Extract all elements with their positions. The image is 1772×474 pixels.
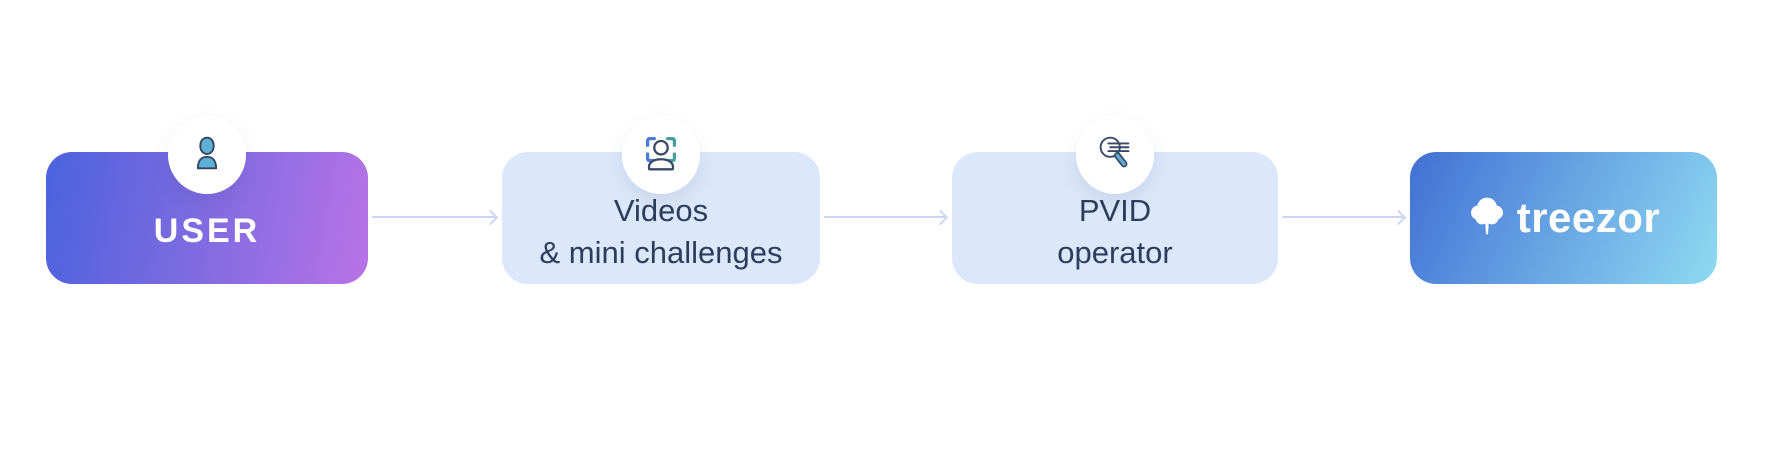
magnifier-scan-icon <box>1092 130 1138 181</box>
node-videos: Videos & mini challenges <box>502 152 820 284</box>
treezor-logo: treezor <box>1467 194 1661 243</box>
arrow-videos-to-pvid <box>824 216 946 218</box>
node-videos-label-line1: Videos <box>613 193 709 228</box>
badge-pvid <box>1076 116 1154 194</box>
person-icon <box>184 130 230 181</box>
node-pvid-label-line1: PVID <box>1078 193 1152 228</box>
node-treezor: treezor <box>1410 152 1717 284</box>
badge-videos <box>622 116 700 194</box>
treezor-tree-icon <box>1467 194 1507 243</box>
face-scan-icon <box>638 130 684 181</box>
node-videos-label-line2: & mini challenges <box>539 235 783 270</box>
arrow-pvid-to-treezor <box>1282 216 1404 218</box>
node-pvid-label-line2: operator <box>1057 235 1173 270</box>
arrow-user-to-videos <box>372 216 496 218</box>
treezor-wordmark: treezor <box>1516 194 1661 241</box>
badge-user <box>168 116 246 194</box>
node-user-label: USER <box>153 212 261 250</box>
